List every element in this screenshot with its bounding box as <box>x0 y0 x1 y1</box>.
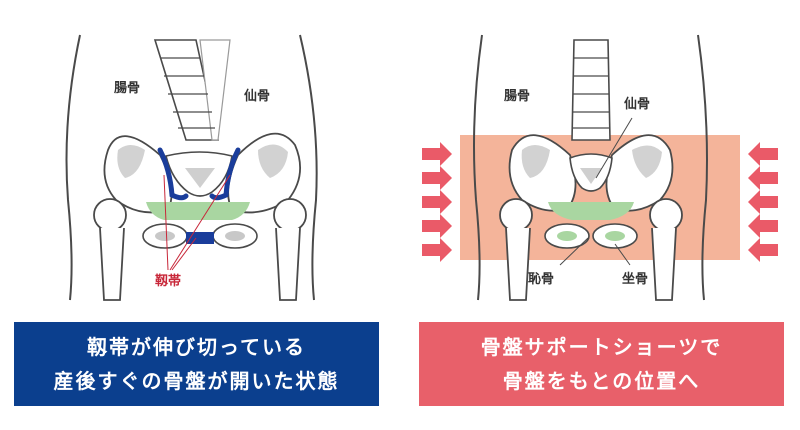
ligament-pointer-2 <box>169 174 231 271</box>
compression-arrows-left <box>422 142 452 262</box>
body-outline-left <box>473 34 483 301</box>
label-sacrum: 仙骨 <box>244 88 270 104</box>
label-pubis: 恥骨 <box>528 272 554 287</box>
ilium-left <box>508 134 577 212</box>
spine <box>571 39 611 141</box>
postpartum-pelvis-diagram: 腸骨 仙骨 靱帯 <box>65 34 318 301</box>
sacrum <box>569 153 613 192</box>
pelvic-floor <box>548 202 634 220</box>
caption-right-line2: 骨盤をもとの位置へ <box>502 369 701 393</box>
body-outline-right <box>299 34 318 301</box>
label-ligament: 靱帯 <box>155 273 181 289</box>
supported-pelvis-diagram: 腸骨 仙骨 恥骨 坐骨 <box>422 34 778 301</box>
label-ischium: 坐骨 <box>622 272 648 287</box>
caption-right-line1: 骨盤サポートショーツで <box>480 335 723 359</box>
spine <box>153 39 231 141</box>
compression-arrows-right <box>748 142 778 262</box>
ligament-pointer-1 <box>163 174 169 271</box>
ligament-pointer-3 <box>171 237 197 271</box>
sacrum-pointer <box>595 117 633 179</box>
right-panel: 腸骨 仙骨 恥骨 坐骨 骨盤サポートショーツで 骨盤をもとの位置へ <box>400 0 800 430</box>
pubic-symphysis-ligament <box>186 232 214 244</box>
label-ilium: 腸骨 <box>504 89 530 104</box>
femur-left <box>93 198 127 301</box>
body-outline-right <box>697 34 708 301</box>
pubic-bone <box>544 223 638 249</box>
pelvic-floor <box>146 202 250 220</box>
ilium-right <box>605 134 674 212</box>
sacroiliac-ligament-left <box>157 147 189 201</box>
ilium-left <box>103 135 173 214</box>
femur-right <box>273 198 307 301</box>
left-panel: 腸骨 仙骨 靱帯 靱帯が伸び切っている 産後すぐの骨盤が開いた状態 <box>14 34 379 406</box>
pubis-pointer <box>559 237 589 266</box>
caption-left-line2: 産後すぐの骨盤が開いた状態 <box>53 369 340 393</box>
label-ilium: 腸骨 <box>114 81 140 96</box>
caption-left: 靱帯が伸び切っている 産後すぐの骨盤が開いた状態 <box>14 322 379 406</box>
label-sacrum: 仙骨 <box>624 96 650 112</box>
sacroiliac-ligament-right <box>209 147 241 201</box>
ischium-pointer <box>614 243 631 266</box>
femur-right <box>649 198 683 301</box>
sacrum <box>165 151 233 197</box>
femur-left <box>499 198 533 301</box>
caption-right: 骨盤サポートショーツで 骨盤をもとの位置へ <box>419 322 784 406</box>
caption-left-line1: 靱帯が伸び切っている <box>87 335 306 359</box>
body-outline-left <box>65 34 81 301</box>
